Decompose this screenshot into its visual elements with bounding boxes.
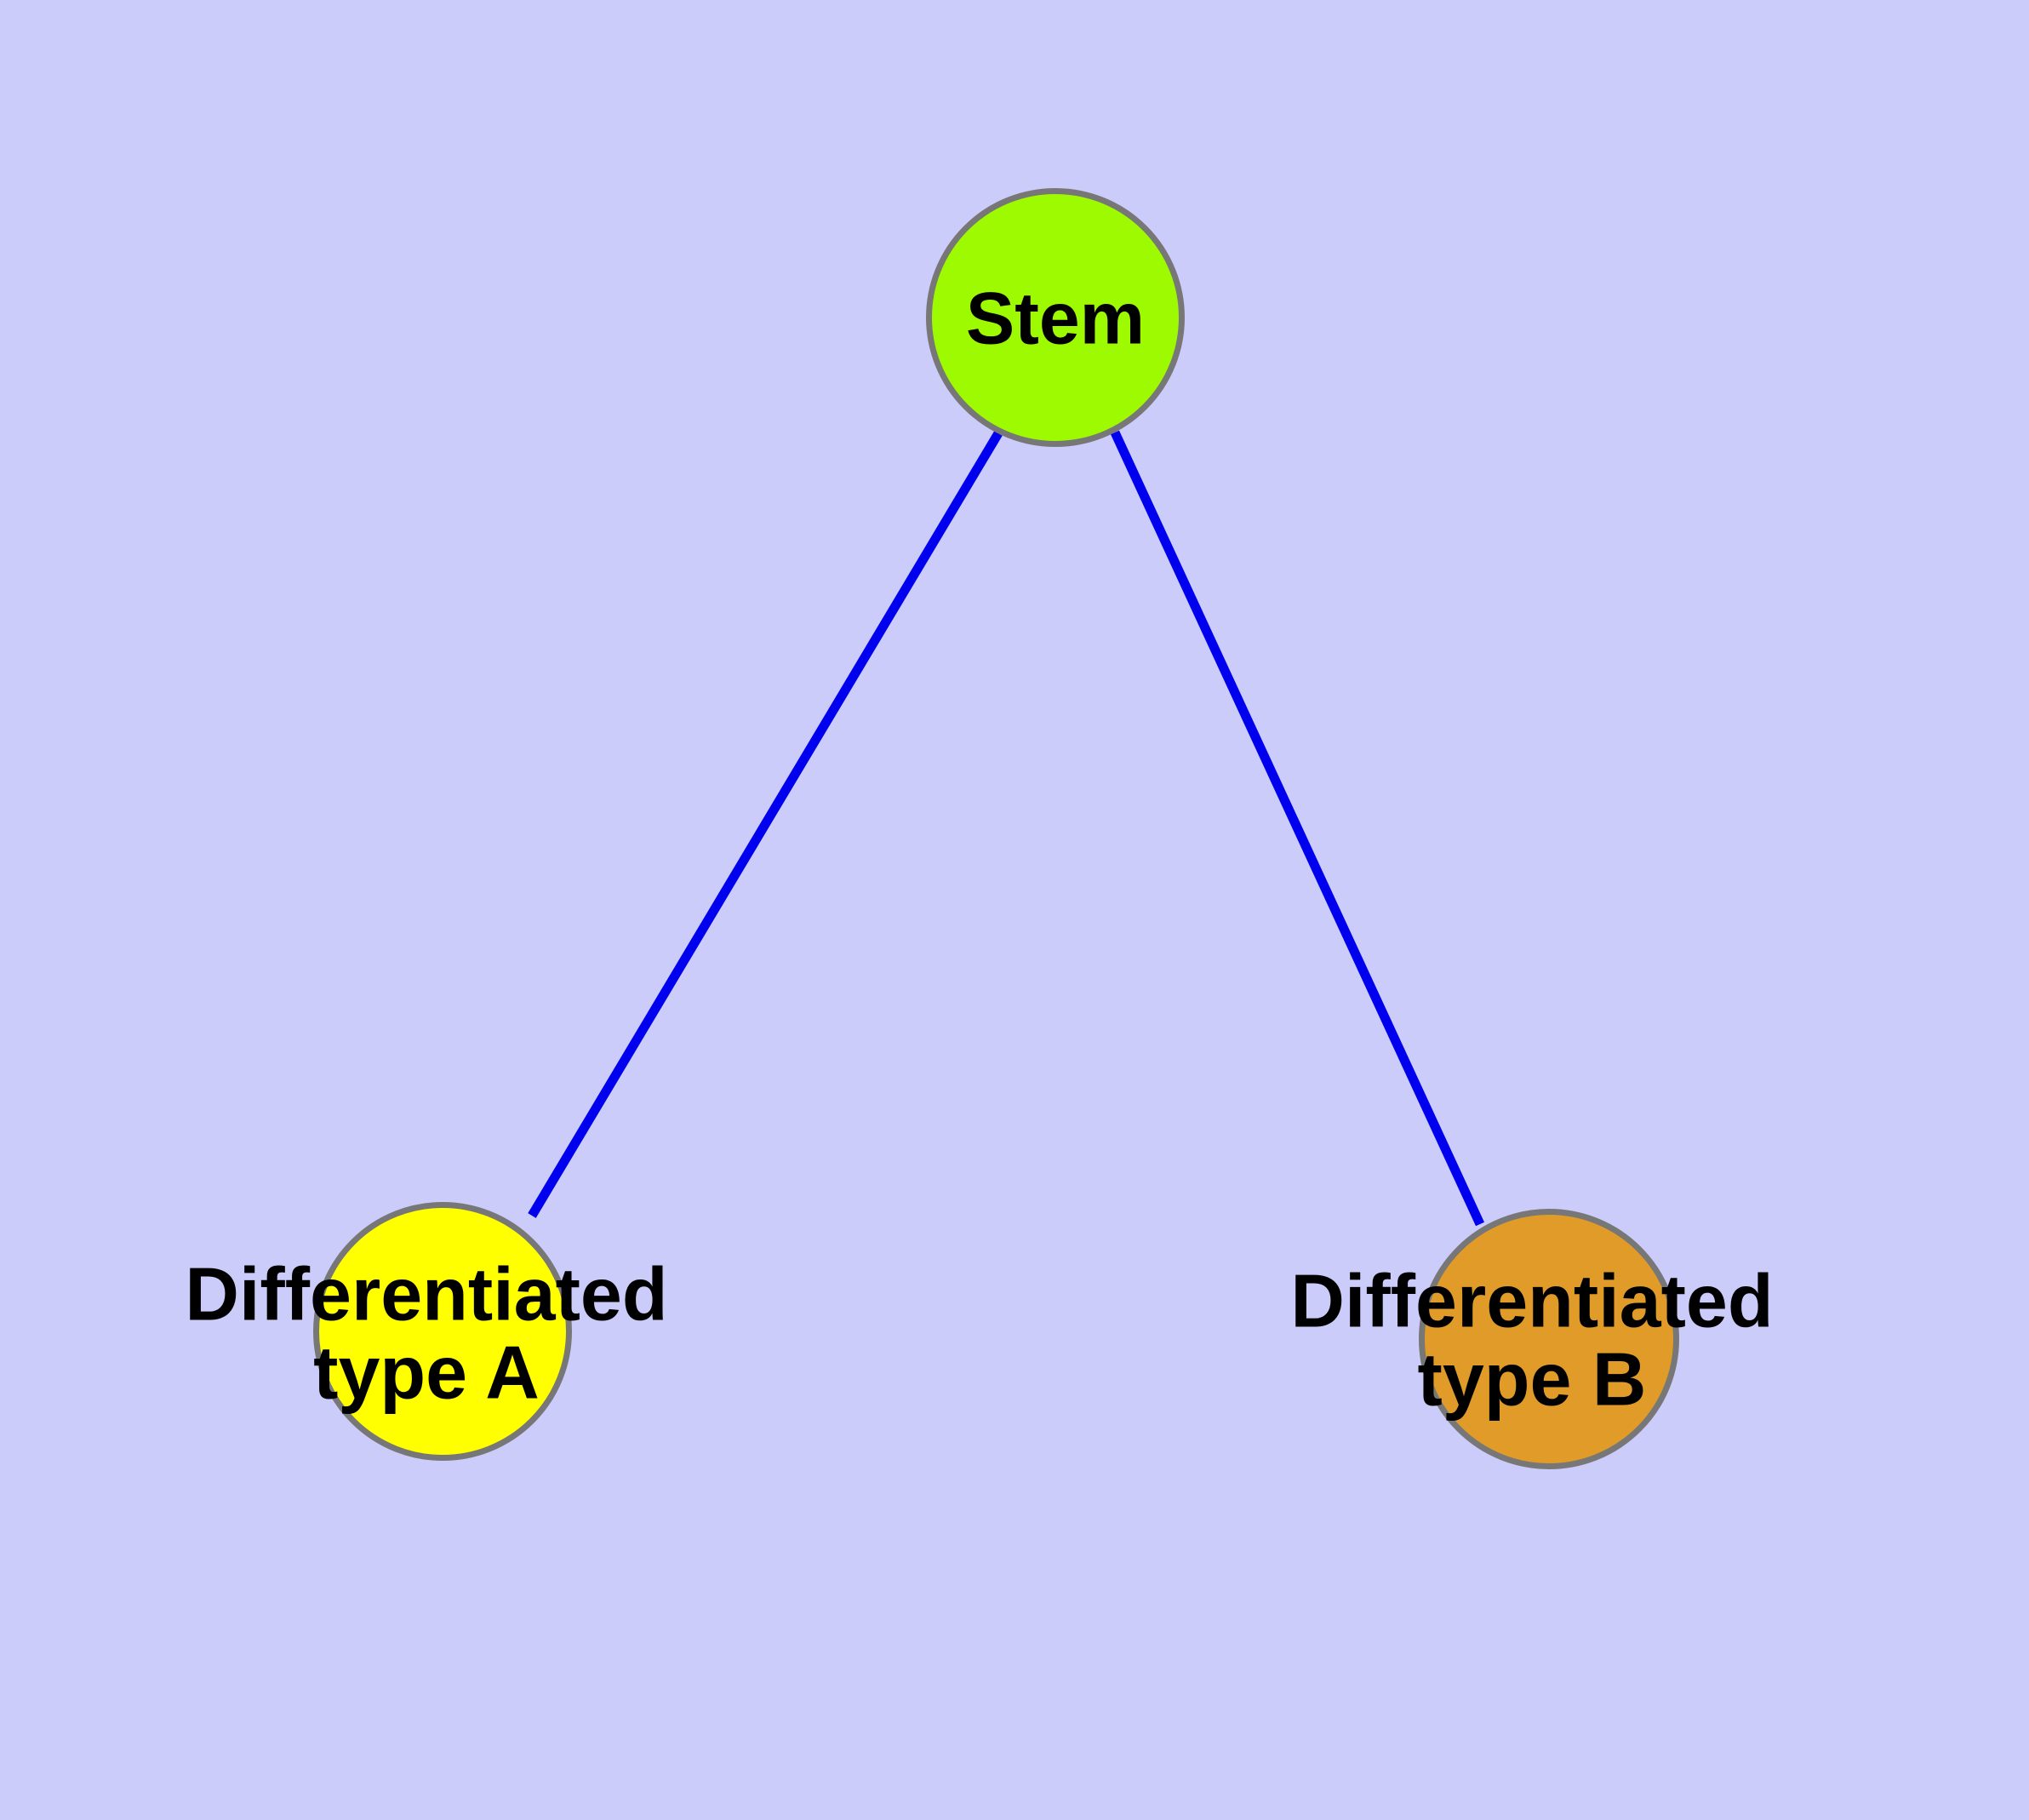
node-layer [313, 188, 1679, 1469]
node-stem[interactable] [926, 188, 1185, 447]
node-diff-a[interactable] [313, 1202, 572, 1461]
edge-stem-to-diff-b[interactable] [1111, 430, 1484, 1227]
node-diff-b[interactable] [1419, 1209, 1679, 1469]
edge-layer [528, 430, 1484, 1227]
edge-stem-to-diff-a[interactable] [528, 431, 1003, 1218]
